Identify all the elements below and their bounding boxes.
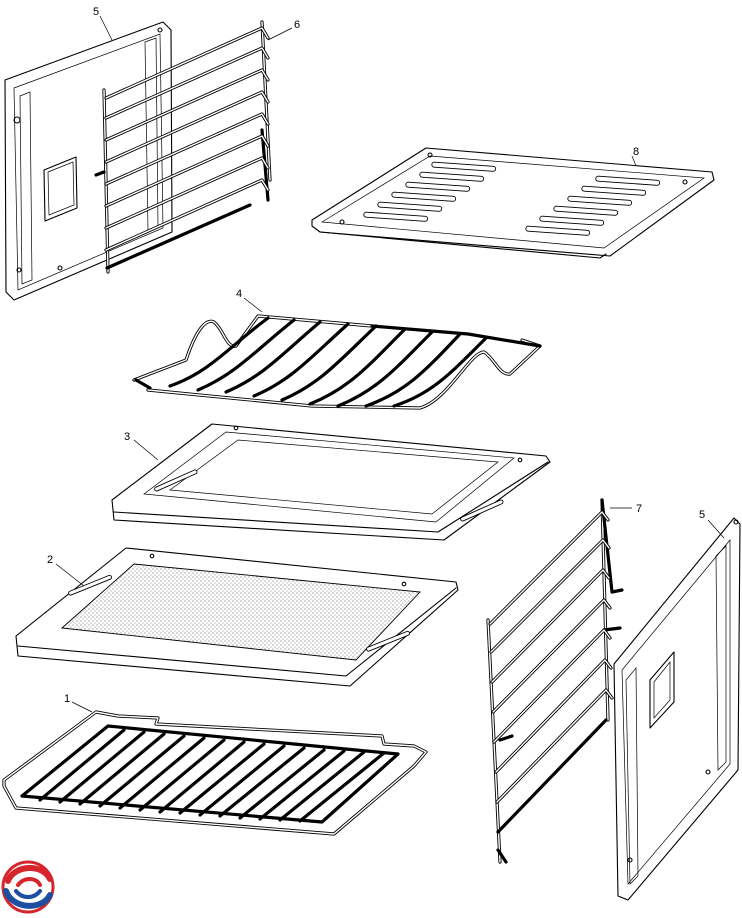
base-plate-slots [363,161,661,236]
callout-5-upper: 5 [93,6,99,18]
callout-2: 2 [47,554,53,566]
callout-4: 4 [236,288,242,300]
baking-tray-shallow [111,423,551,541]
callout-8: 8 [633,146,639,158]
shelf-support-rail-lower [486,498,624,864]
leader-lines [55,15,725,713]
wire-shelf-flat [2,710,428,836]
base-plate [311,147,715,259]
side-panel-left [4,21,173,301]
wire-grill-rack [132,314,542,410]
callout-5-lower: 5 [699,509,705,521]
callout-6: 6 [294,19,300,31]
callout-labels: 5 6 8 4 3 2 1 7 5 [47,6,705,705]
callout-3: 3 [124,431,130,443]
baking-tray-mesh [15,547,459,687]
side-panel-right [613,517,741,901]
callout-1: 1 [64,693,70,705]
shelf-support-rail-upper [94,20,272,274]
wire-shelf-bars [38,728,386,823]
wire-grill-rack-bars [168,316,488,408]
brand-swirl-logo-icon [1,860,55,914]
callout-7: 7 [636,503,642,515]
